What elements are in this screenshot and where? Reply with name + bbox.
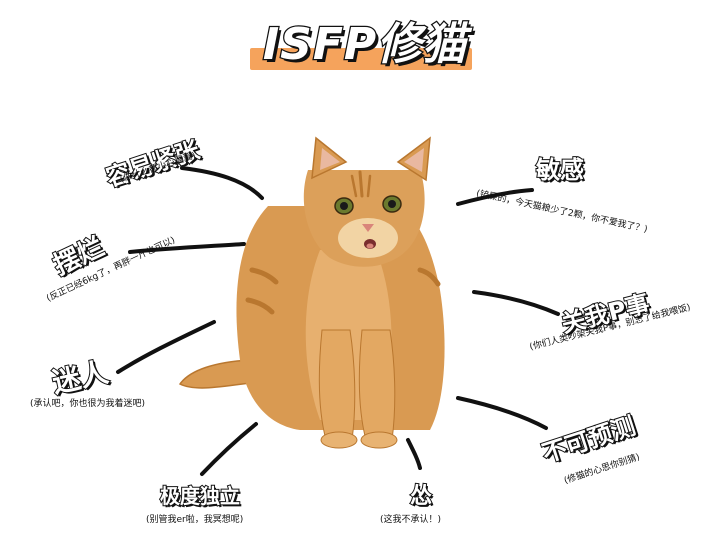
page-title: ISFP修猫 xyxy=(262,18,468,72)
trait-label-song: 怂 xyxy=(409,483,433,510)
trait-note-miren: (承认吧，你也很为我着迷吧) xyxy=(30,399,146,409)
title-block: ISFP修猫 xyxy=(230,8,500,78)
trait-label-jidu: 极度独立 xyxy=(159,483,241,509)
trait-note-song: (这我不承认！) xyxy=(380,515,442,525)
trait-note-jidu: (别管我er啦，我冥想呢) xyxy=(146,515,244,525)
title-highlight-bar xyxy=(250,48,472,70)
trait-label-mingan: 敏感 xyxy=(535,155,585,185)
